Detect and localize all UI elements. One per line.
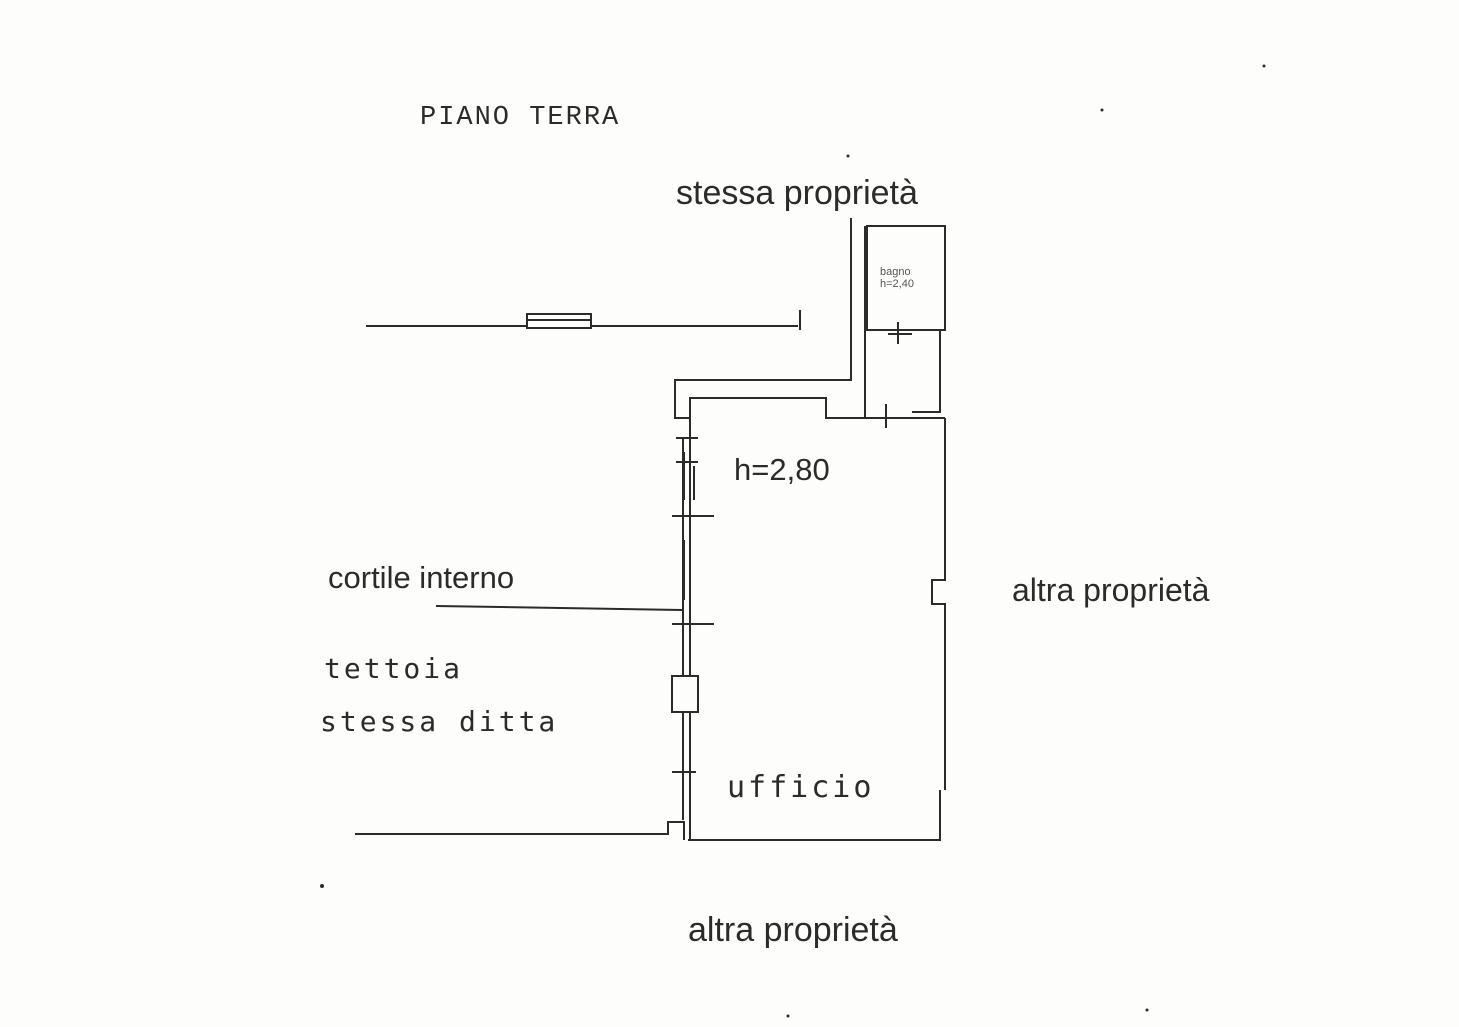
canopy-label-line2: stessa ditta (320, 705, 559, 738)
scan-speck (786, 1014, 790, 1018)
west-wall-ticks (672, 437, 714, 773)
east-neighbor-label: altra proprietà (1012, 572, 1210, 608)
scan-speck (1100, 108, 1104, 112)
scan-speck (320, 884, 324, 888)
bathroom-door-marks (885, 322, 912, 428)
scan-speck (1262, 64, 1266, 68)
annex-west-wall (674, 218, 865, 419)
west-wall-openings (683, 452, 695, 600)
ceiling-height-label: h=2,80 (734, 452, 830, 487)
south-neighbor-label: altra proprietà (688, 911, 898, 949)
office-east-wall-lower (688, 790, 941, 841)
north-neighbor-label: stessa proprietà (676, 174, 918, 212)
bathroom-lower-room (865, 329, 945, 419)
west-pillar (671, 675, 699, 713)
courtyard-leader (435, 605, 683, 611)
office-room-label: ufficio (727, 770, 875, 805)
plan-title: PIANO TERRA (420, 103, 621, 133)
canopy-label-line1: tettoia (324, 652, 464, 685)
scan-speck (846, 154, 850, 158)
scan-speck (1145, 1008, 1149, 1012)
office-east-wall (931, 418, 946, 790)
north-boundary-line (366, 310, 801, 330)
courtyard-label: cortile interno (328, 560, 515, 595)
bathroom-label: bagno h=2,40 (880, 266, 914, 290)
south-boundary-line (355, 821, 685, 840)
